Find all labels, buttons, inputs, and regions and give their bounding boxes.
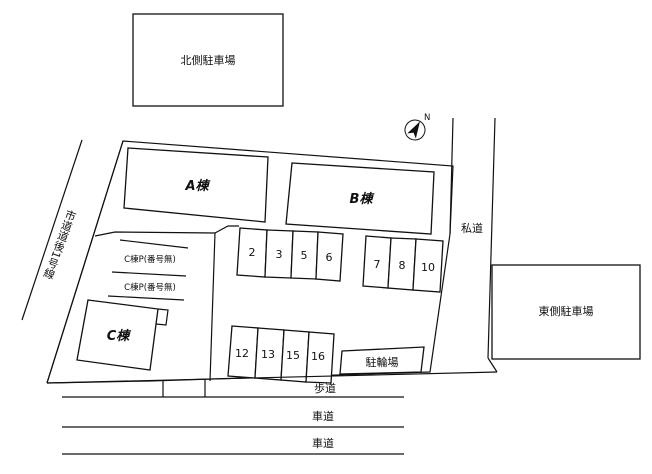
north-parking-box xyxy=(132,13,284,107)
building-b-label: B棟 xyxy=(350,191,375,207)
north-parking-label: 北側駐車場 xyxy=(181,53,236,67)
east-parking-label: 東側駐車場 xyxy=(539,304,594,318)
space-label: 7 xyxy=(374,258,381,271)
bicycle-parking xyxy=(339,346,425,375)
north-arrow-icon xyxy=(404,119,426,141)
sidewalk-label: 歩道 xyxy=(314,381,336,395)
c-parking-area xyxy=(94,231,216,382)
c-parking-divider-lower xyxy=(107,295,185,301)
private-road-label: 私道 xyxy=(461,221,483,235)
building-a-label: A棟 xyxy=(184,178,210,194)
space-label: 13 xyxy=(261,348,275,361)
roadway-label-2: 車道 xyxy=(312,436,334,450)
private-road-east-edge xyxy=(487,117,496,359)
building-b xyxy=(285,162,435,235)
space-label: 6 xyxy=(326,251,333,264)
city-road-line-inner xyxy=(46,140,124,384)
c-parking-label-1: C棟P(番号無) xyxy=(124,254,176,265)
c-parking-divider-upper xyxy=(119,239,189,249)
central-divider xyxy=(214,225,239,234)
parking-space-16 xyxy=(305,331,335,384)
svg-text:市道道後1号線: 市道道後1号線 xyxy=(41,207,79,281)
c-parking-divider-mid xyxy=(111,271,187,277)
private-road-bottom xyxy=(487,357,498,373)
city-road-line-outer xyxy=(21,139,83,321)
parking-space-10 xyxy=(412,238,444,293)
north-arrow-label: N xyxy=(424,113,430,123)
parking-space-6 xyxy=(315,231,344,282)
c-parking-label-2: C棟P(番号無) xyxy=(124,282,176,293)
space-label: 3 xyxy=(276,248,283,261)
space-label: 12 xyxy=(235,347,249,360)
spaces-row-2: 7 8 10 xyxy=(362,235,444,293)
spaces-row-3: 12 13 15 16 xyxy=(227,325,335,384)
spaces-row-1: 2 3 5 6 xyxy=(236,227,344,282)
space-label: 15 xyxy=(286,349,300,362)
roadway-label-1: 車道 xyxy=(312,409,334,423)
space-label: 5 xyxy=(301,249,308,262)
building-c-annex xyxy=(155,308,169,326)
space-label: 2 xyxy=(249,246,256,259)
east-parking-box xyxy=(491,264,641,360)
city-road-label: 市道道後1号線 xyxy=(41,207,79,281)
building-c xyxy=(76,299,159,371)
space-label: 8 xyxy=(399,259,406,272)
sidewalk-top-line xyxy=(46,371,498,384)
building-a xyxy=(123,147,269,223)
building-c-label: C棟 xyxy=(107,328,132,344)
space-label: 16 xyxy=(311,350,325,363)
private-road-west-edge xyxy=(449,117,454,235)
bicycle-parking-label: 駐輪場 xyxy=(366,355,399,369)
space-label: 10 xyxy=(421,261,435,274)
